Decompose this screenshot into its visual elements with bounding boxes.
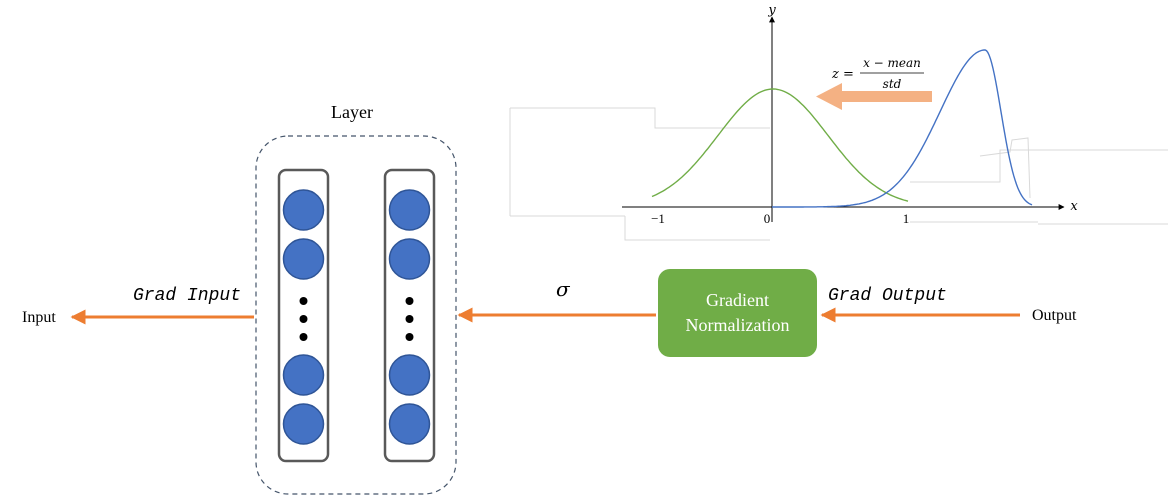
tick-label-neg1: −1 [651,211,665,226]
neuron [388,403,431,445]
norm-label-line2: Normalization [686,315,790,335]
tick-label-0: 0 [764,211,771,226]
raw-distribution-curve [772,49,1033,208]
ellipsis-dot [405,315,414,323]
input-label: Input [22,309,56,326]
layer-label: Layer [331,102,373,122]
ellipsis-dot [299,297,308,305]
normalization-formula: z = x − mean std [831,56,924,91]
formula-denominator: std [883,77,902,91]
neuron [388,189,431,231]
neuron [282,354,325,396]
neuron [282,403,325,445]
grad-input-label: Grad Input [133,286,241,306]
y-axis-label: y [767,3,776,18]
gradient-normalization-box: Gradient Normalization [658,269,817,357]
formula-arrow [816,83,932,110]
neuron [388,238,431,280]
neuron [282,189,325,231]
output-label: Output [1032,307,1077,324]
faint-background-lines [509,107,1168,241]
tick-label-1: 1 [903,211,910,226]
ellipsis-dot [405,297,414,305]
sigma-label: σ [556,277,571,301]
formula-numerator: x − mean [863,56,921,70]
distribution-plot: y x −1 0 1 [622,3,1078,226]
x-axis-label: x [1070,199,1078,214]
ellipsis-dot [405,333,414,341]
formula-lhs: z = [831,67,854,82]
neuron [388,354,431,396]
normalized-distribution-curve [651,88,909,202]
grad-output-label: Grad Output [828,286,947,306]
neuron-column-right [383,168,436,463]
neuron [282,238,325,280]
layer-box [255,135,457,495]
ellipsis-dot [299,333,308,341]
norm-label-line1: Gradient [706,290,769,310]
neuron-column-left [277,168,330,463]
ellipsis-dot [299,315,308,323]
